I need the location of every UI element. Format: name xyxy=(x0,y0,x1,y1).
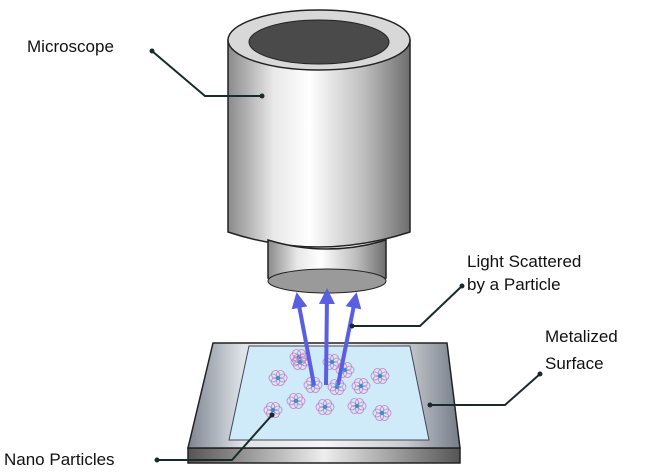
light-label-line2: by a Particle xyxy=(467,275,561,294)
nano-particle xyxy=(286,393,306,409)
light-label-line1: Light Scattered xyxy=(467,252,582,271)
nano-particle xyxy=(315,399,335,415)
nano-particle xyxy=(351,378,371,394)
nano-particle xyxy=(372,405,392,421)
surface-label-line1: Metalized xyxy=(545,327,618,346)
nano-particle xyxy=(347,398,367,414)
nano-particles-label: Nano Particles xyxy=(4,450,115,469)
surface-label-line2: Surface xyxy=(545,354,604,373)
metalized-slide xyxy=(187,342,461,464)
light-arrow xyxy=(318,288,335,386)
nano-particle xyxy=(268,370,288,386)
scattered-light-arrows xyxy=(291,288,362,386)
leader-lines xyxy=(151,50,541,461)
microscope xyxy=(227,9,411,294)
light-arrow xyxy=(291,292,316,386)
light-arrow xyxy=(336,292,362,386)
nano-particle xyxy=(370,368,390,384)
microscope-label: Microscope xyxy=(27,37,114,56)
